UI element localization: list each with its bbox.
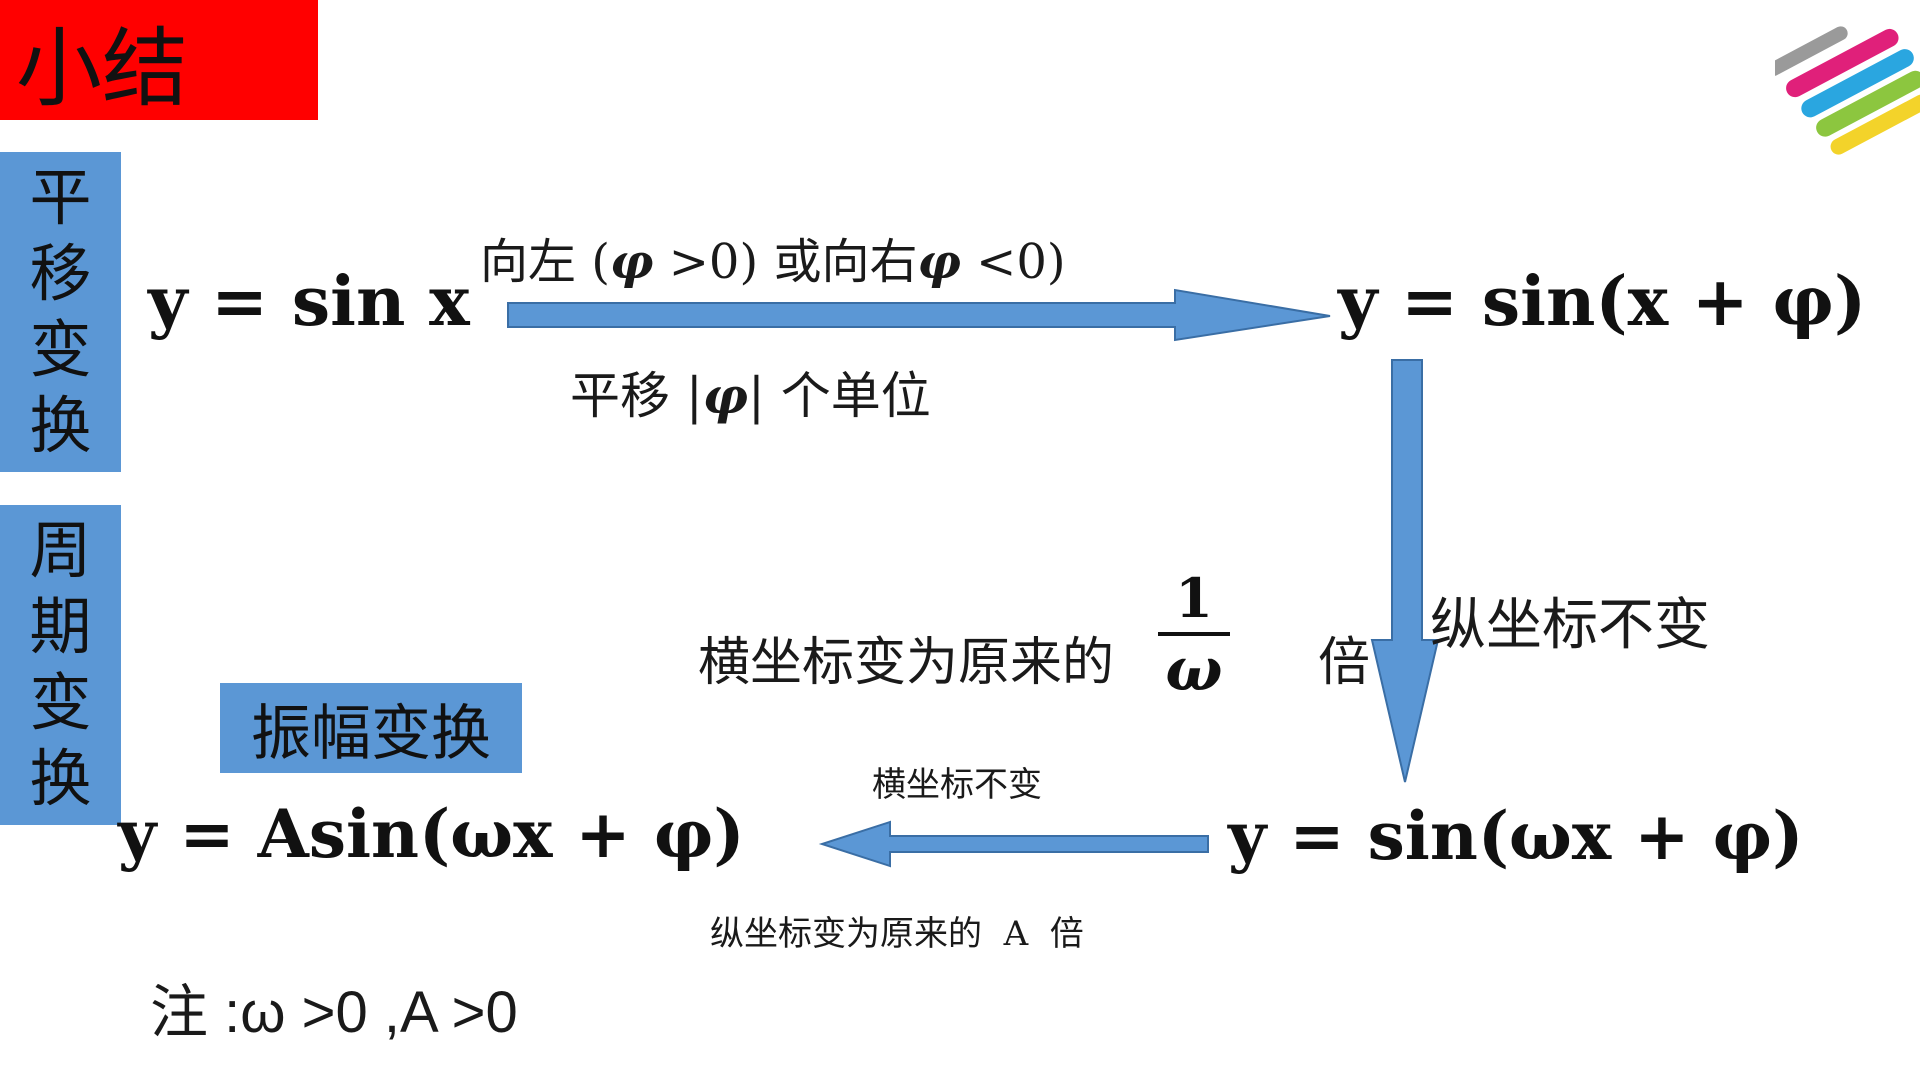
fraction-numerator: 1 [1175,566,1213,630]
period-times-label: 倍 [1318,633,1371,693]
translation-label: 平 移 变 换 [0,152,121,472]
shift-direction-label: 向左 (φ >0) 或向右φ <0) [480,222,1066,292]
arrow-left [818,820,1209,868]
phi-symbol: φ [702,366,748,425]
formula-sin-x-plus-phi: y = sin(x + φ) [1338,262,1867,342]
translation-char-4: 换 [29,389,92,462]
translation-char-3: 变 [29,313,92,386]
shift-left-text: 向左 ( [480,234,610,290]
translation-char-1: 平 [29,161,92,234]
formula-sin-x: y = sin x [148,262,470,342]
period-char-4: 换 [29,742,92,815]
shift-or-right-text: >0) 或向右 [653,234,918,290]
arrow-right [507,288,1331,342]
shift-amount-suffix: | 个单位 [748,367,931,425]
shift-amount-prefix: 平移 | [570,367,703,425]
period-char-2: 期 [29,590,92,663]
amplitude-label: 振幅变换 [220,683,522,773]
formula-sin-omega-x-plus-phi: y = sin(ωx + φ) [1228,797,1804,875]
phi-symbol: φ [610,234,654,290]
amplitude-vertical-scale-label: 纵坐标变为原来的 A 倍 [710,914,1084,954]
shift-negative-text: <0) [960,234,1066,290]
period-vertical-unchanged-label: 纵坐标不变 [1430,593,1710,658]
period-char-1: 周 [29,514,92,587]
shift-amount-label: 平移 |φ| 个单位 [570,356,931,428]
formula-a-sin-omega-x-plus-phi: y = Asin(ωx + φ) [118,795,745,873]
logo-icon [1775,26,1920,155]
fraction-denominator: ω [1165,635,1223,705]
period-char-3: 变 [29,666,92,739]
period-label: 周 期 变 换 [0,505,121,825]
arrow-down [1370,359,1440,783]
amplitude-horizontal-unchanged-label: 横坐标不变 [872,765,1042,805]
slide-title: 小结 [0,0,318,120]
fraction-bar [1158,632,1230,636]
note-text: 注 :ω >0 ,A >0 [150,980,518,1045]
translation-char-2: 移 [29,237,92,310]
fraction-one-over-omega: 1 ω [1158,568,1230,700]
period-horizontal-label: 横坐标变为原来的 [698,633,1115,693]
phi-symbol: φ [917,234,961,290]
